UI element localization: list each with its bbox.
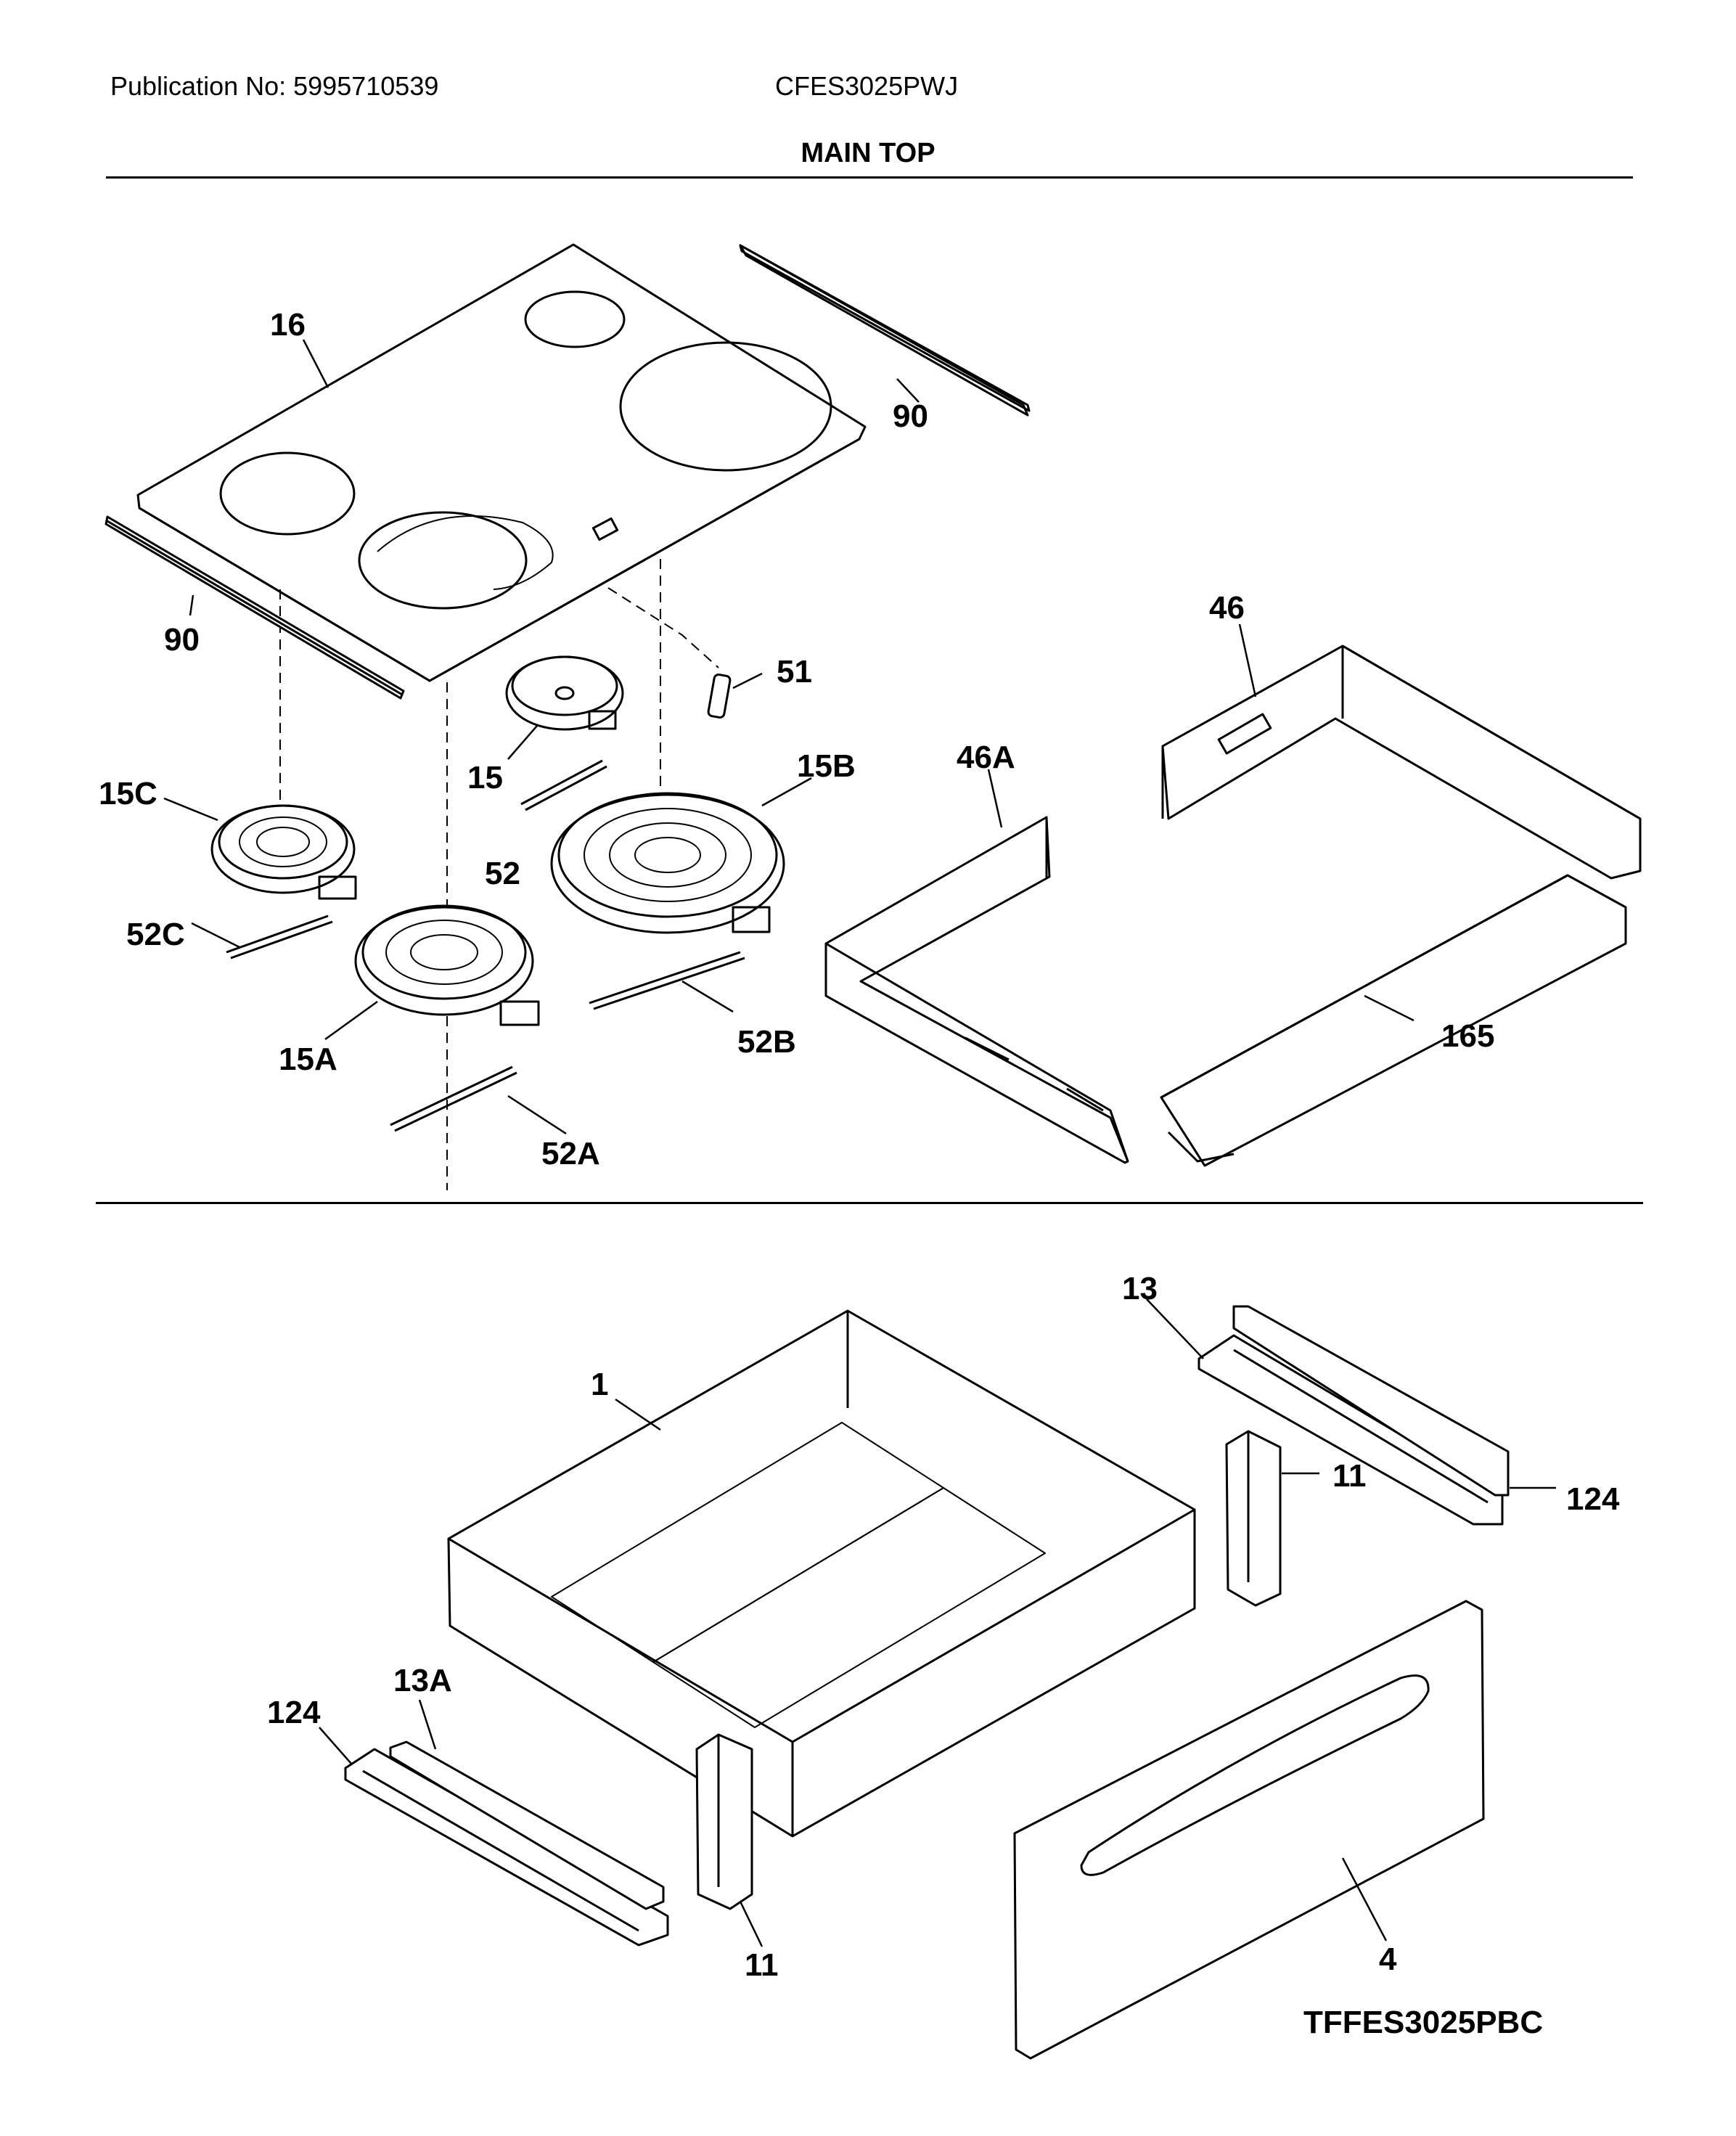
callout-52a: 52A [541,1136,600,1171]
callout-11-right: 11 [1332,1458,1367,1494]
drawer-box [447,1309,1196,1838]
callout-15c: 15C [99,776,157,811]
strap-52a [390,1065,517,1132]
surface-element-15c [210,804,357,900]
strap-52 [520,759,607,811]
drawer-front-panel [1013,1600,1485,2060]
trim-strip-front [105,515,405,700]
callout-46: 46 [1209,590,1245,626]
trim-strip-rear [739,244,1031,417]
callout-52c: 52C [126,917,185,952]
callout-46a: 46A [957,740,1015,775]
side-bracket-46a [824,816,1129,1164]
surface-element-15 [505,655,624,731]
callout-15: 15 [467,760,503,795]
strap-52c [226,914,333,959]
diagram-code: TFFES3025PBC [1303,2005,1544,2040]
surface-element-15b [550,792,785,934]
callout-51: 51 [777,654,812,690]
limiter-switch [707,673,732,719]
publication-number: Publication No: 5995710539 [110,71,439,101]
callout-90-rear: 90 [893,398,928,434]
leader-lines [163,339,1556,1947]
section-divider [96,1202,1643,1204]
callout-124-right: 124 [1566,1481,1620,1517]
spacer-11-right [1225,1430,1282,1607]
callout-1: 1 [591,1367,608,1402]
callout-13: 13 [1122,1271,1158,1306]
callout-11-left: 11 [745,1947,779,1983]
callout-15b: 15B [797,748,856,784]
strap-52b [589,951,745,1010]
callout-165: 165 [1441,1018,1494,1054]
rear-bracket-46 [1161,645,1642,880]
spacer-11-left [695,1733,753,1910]
front-rail-165 [1160,874,1627,1167]
header-divider [106,176,1633,179]
callout-124-left: 124 [267,1695,321,1730]
drawer-slide-13a [344,1740,669,1947]
callout-16: 16 [270,307,306,343]
cooktop-glass [136,243,867,682]
callout-52b: 52B [737,1024,796,1060]
callout-90-front: 90 [164,622,200,658]
model-number: CFES3025PWJ [775,71,959,101]
surface-element-15a [354,904,540,1026]
callout-4: 4 [1379,1941,1397,1977]
callout-13a: 13A [393,1663,452,1698]
section-title: MAIN TOP [801,138,935,168]
callout-15a: 15A [279,1042,337,1077]
callout-52: 52 [485,856,520,891]
drawer-slide-13 [1197,1305,1510,1526]
